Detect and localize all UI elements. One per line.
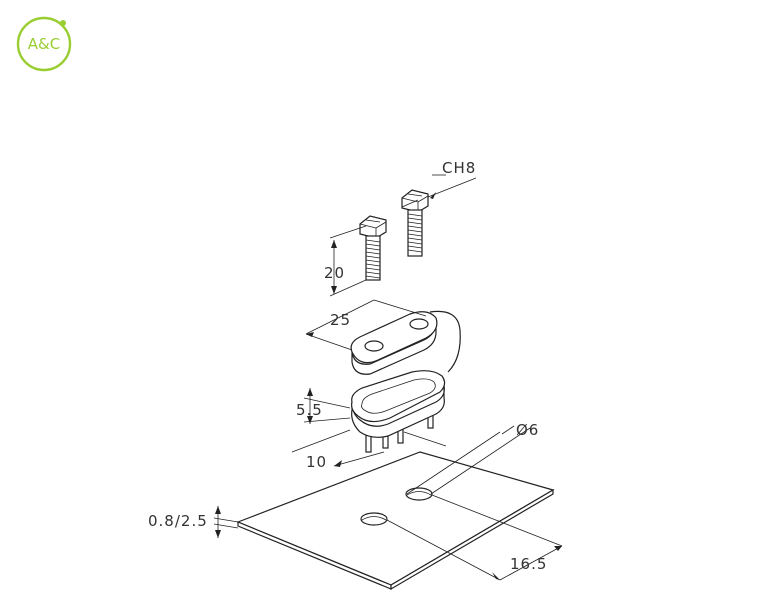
label-hole-spacing: 16.5: [510, 555, 547, 573]
label-plate-thickness: 0.8/2.5: [148, 512, 208, 530]
holder-base: [351, 370, 446, 453]
label-length: 25: [330, 311, 351, 329]
dim-width: [291, 429, 447, 467]
plate-hole-back: [405, 487, 433, 501]
dim-ch8: [401, 174, 477, 208]
dim-plate-thickness: [213, 506, 239, 538]
clip-hole-front: [364, 340, 384, 352]
logo-ring: [16, 16, 72, 72]
label-width: 10: [306, 453, 327, 471]
label-height: 5.5: [296, 401, 323, 419]
base-plate: [236, 451, 555, 591]
dim-hole-spacing: [386, 494, 563, 581]
dim-length: [305, 299, 427, 351]
label-hole-diameter: Ø6: [516, 421, 539, 439]
clip-hole-back: [409, 318, 429, 330]
brand-logo: A&C: [16, 16, 72, 72]
screw-right: [401, 189, 429, 257]
plate-hole-front: [360, 512, 388, 526]
screw-left: [359, 215, 387, 281]
label-ch8: CH8: [442, 159, 476, 177]
dim-hole-diameter: [406, 425, 531, 495]
logo-text: A&C: [28, 35, 60, 53]
logo-dot: [60, 20, 66, 26]
holder-top: [350, 310, 461, 375]
dim-height: [303, 388, 351, 424]
label-screw-length: 20: [324, 264, 345, 282]
dim-screw-length: [329, 225, 367, 297]
